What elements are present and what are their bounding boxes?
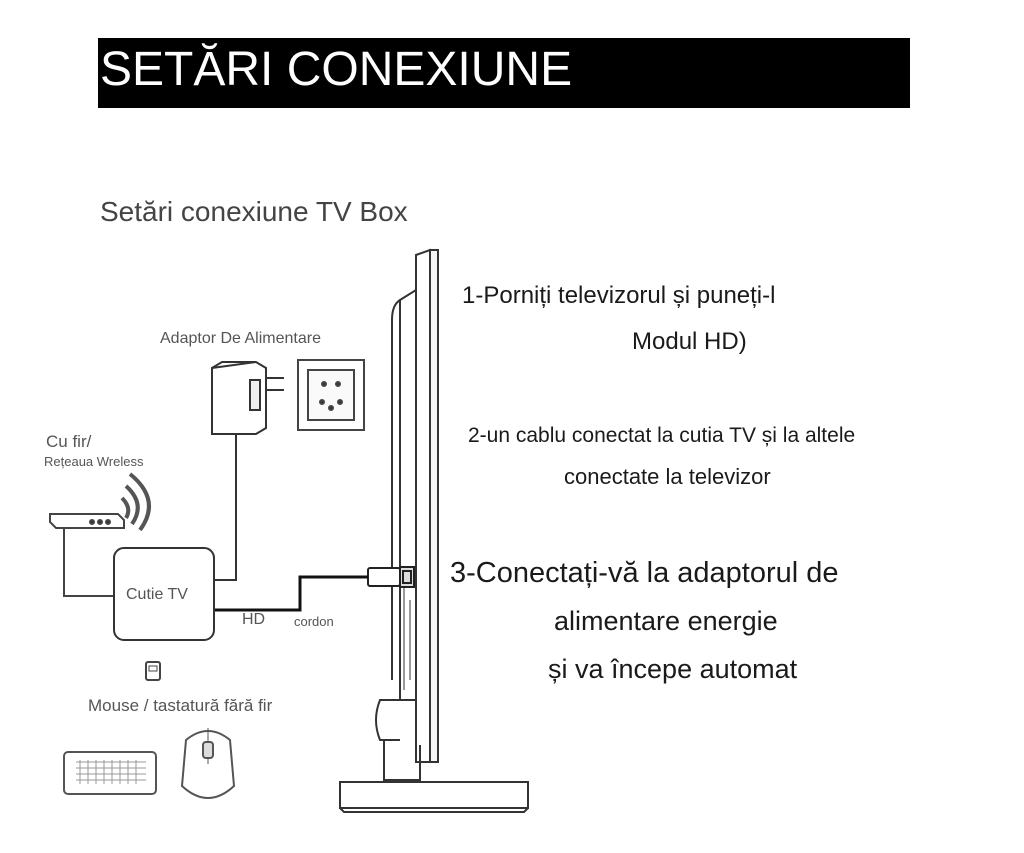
step-2-line-1: 2-un cablu conectat la cutia TV și la al… bbox=[468, 424, 856, 447]
hdmi-plug-icon bbox=[367, 566, 415, 588]
wall-socket-icon bbox=[297, 359, 365, 431]
hd-cable bbox=[214, 575, 368, 612]
power-adapter-icon bbox=[211, 360, 284, 435]
step-3-line-2: alimentare energie bbox=[554, 606, 778, 636]
step-1-line-1: 1-Porniți televizorul și puneți-l bbox=[462, 282, 776, 309]
wireless-label: Rețeaua Wreless bbox=[44, 454, 144, 469]
wifi-signal-icon bbox=[120, 472, 151, 532]
hd-label: HD bbox=[242, 611, 266, 628]
tv-box-label: Cutie TV bbox=[126, 586, 188, 603]
power-cable bbox=[214, 434, 237, 581]
tv-side-icon bbox=[339, 248, 529, 813]
page-title: SETĂRI CONEXIUNE bbox=[100, 43, 573, 96]
keyboard-icon bbox=[63, 751, 157, 795]
mouse-icon bbox=[180, 728, 236, 799]
step-1-line-2: Modul HD) bbox=[632, 328, 747, 355]
step-3-line-1: 3-Conectați-vă la adaptorul de bbox=[450, 557, 839, 589]
mouse-keyboard-label: Mouse / tastatură fără fir bbox=[88, 696, 273, 715]
step-2-line-2: conectate la televizor bbox=[564, 464, 771, 489]
router-icon bbox=[49, 513, 125, 529]
tv-box-icon bbox=[113, 547, 215, 641]
title-banner bbox=[98, 38, 910, 108]
network-cable bbox=[63, 528, 114, 597]
step-3-line-3: și va începe automat bbox=[548, 654, 798, 684]
diagram-subtitle: Setări conexiune TV Box bbox=[100, 196, 408, 227]
wired-label: Cu fir/ bbox=[46, 432, 92, 451]
power-adapter-label: Adaptor De Alimentare bbox=[160, 330, 321, 347]
cord-label: cordon bbox=[294, 614, 334, 629]
usb-receiver-icon bbox=[145, 661, 161, 681]
